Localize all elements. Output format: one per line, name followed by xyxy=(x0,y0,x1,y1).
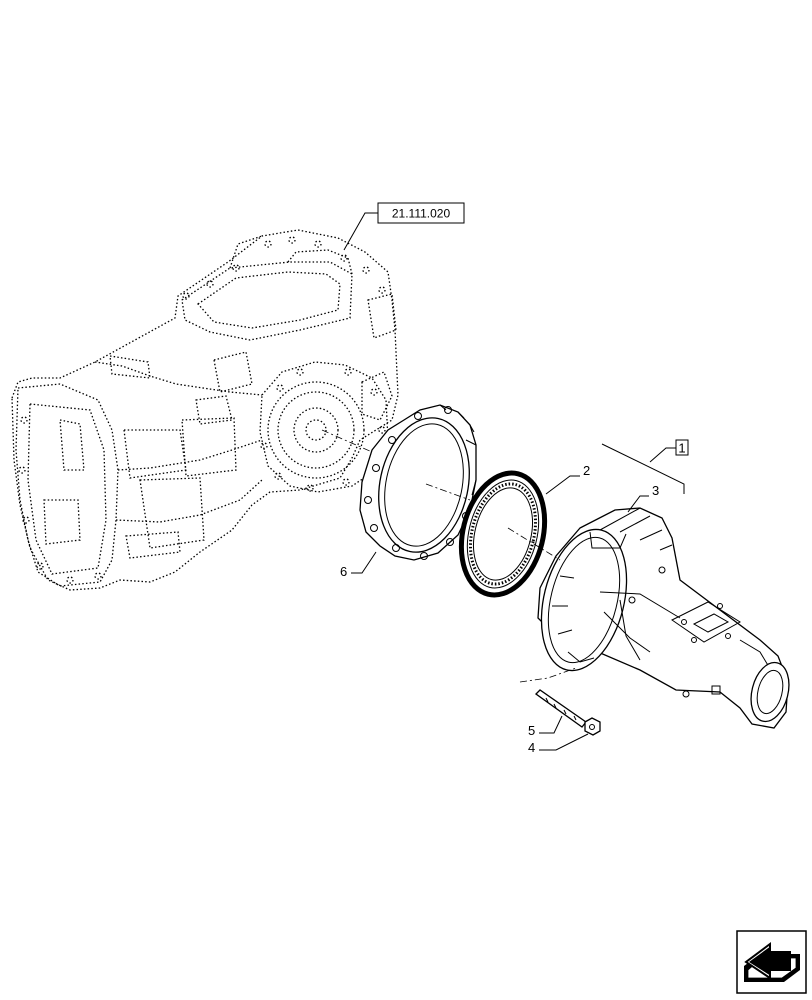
callout-2: 2 xyxy=(545,463,590,495)
callout-6: 6 xyxy=(340,551,377,579)
assembly-axis-lines xyxy=(321,429,577,683)
reference-label[interactable]: 21.111.020 xyxy=(392,207,451,221)
part-4-nut xyxy=(584,717,601,736)
callout-4-label: 4 xyxy=(528,740,535,755)
callout-6-label: 6 xyxy=(340,564,347,579)
part-2-ring-gear xyxy=(458,470,548,598)
callout-3: 3 xyxy=(627,483,659,513)
part-6-flange-cover xyxy=(359,404,477,561)
arrow-icon xyxy=(744,942,800,982)
part-5-stud xyxy=(534,689,587,728)
callout-4: 4 xyxy=(528,733,589,755)
reference-callout[interactable]: 21.111.020 xyxy=(343,202,465,251)
part-3-final-drive-housing xyxy=(537,507,790,729)
callout-5: 5 xyxy=(528,715,563,738)
callout-3-label: 3 xyxy=(652,483,659,498)
transmission-housing-reference xyxy=(11,229,399,591)
callout-2-label: 2 xyxy=(583,463,590,478)
callout-1: 1 xyxy=(601,439,689,494)
callout-5-label: 5 xyxy=(528,723,535,738)
callout-1-label: 1 xyxy=(678,441,685,456)
navigation-arrow-button[interactable] xyxy=(736,930,807,994)
